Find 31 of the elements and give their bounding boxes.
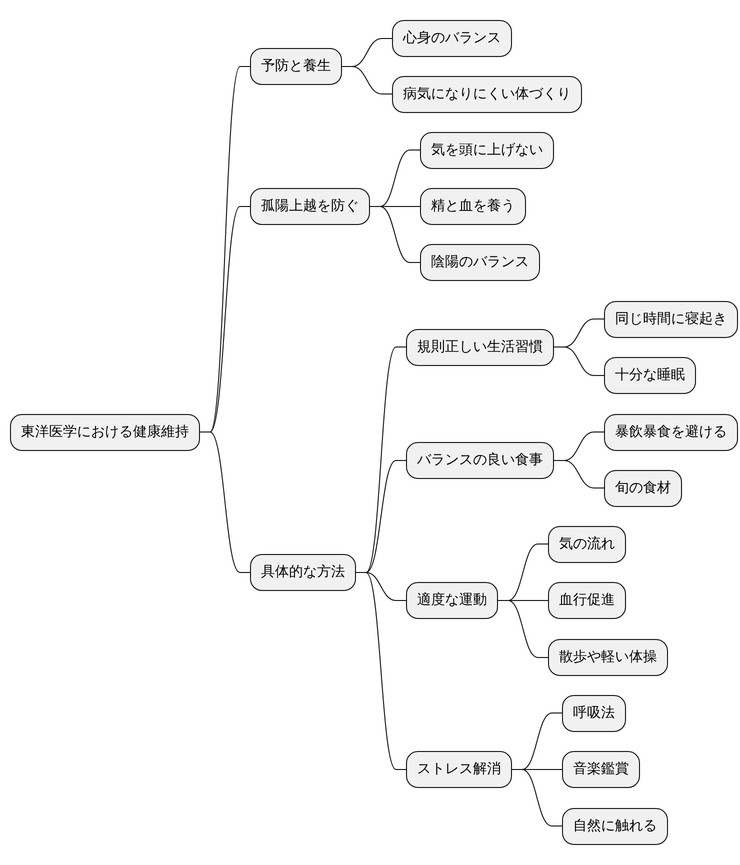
- connector-line: [512, 769, 562, 826]
- branch-topic: 孤陽上越を防ぐ: [250, 188, 370, 225]
- sub-topic: バランスの良い食事: [406, 442, 554, 479]
- leaf-topic: 十分な睡眠: [604, 357, 696, 394]
- connector-line: [370, 206, 420, 263]
- sub-topic: 気を頭に上げない: [420, 132, 554, 168]
- leaf-topic: 気の流れ: [548, 526, 626, 562]
- leaf-topic: 旬の食材: [604, 470, 682, 506]
- sub-topic: 心身のバランス: [392, 20, 512, 57]
- connector-line: [342, 66, 392, 94]
- leaf-topic: 自然に触れる: [562, 808, 668, 844]
- sub-topic: 陰陽のバランス: [420, 244, 540, 281]
- branch-topic: 予防と養生: [250, 48, 342, 85]
- leaf-topic: 暴飲暴食を避ける: [604, 414, 738, 450]
- leaf-topic: 血行促進: [548, 582, 626, 619]
- root-topic: 東洋医学における健康維持: [10, 414, 200, 450]
- connector-line: [200, 432, 250, 573]
- leaf-topic: 呼吸法: [562, 694, 626, 732]
- connector-line: [356, 572, 406, 770]
- leaf-topic: 音楽鑑賞: [562, 751, 640, 788]
- connector-line: [554, 460, 604, 488]
- sub-topic: 適度な運動: [406, 582, 498, 619]
- sub-topic: 精と血を養う: [420, 188, 526, 225]
- sub-topic: 規則正しい生活習慣: [406, 328, 554, 366]
- sub-topic: 病気になりにくい体づくり: [392, 76, 582, 112]
- leaf-topic: 同じ時間に寝起き: [604, 300, 738, 338]
- sub-topic: ストレス解消: [406, 751, 512, 788]
- connector-line: [554, 346, 604, 376]
- branch-topic: 具体的な方法: [250, 554, 356, 591]
- leaf-topic: 散歩や軽い体操: [548, 639, 668, 676]
- connector-line: [498, 600, 548, 658]
